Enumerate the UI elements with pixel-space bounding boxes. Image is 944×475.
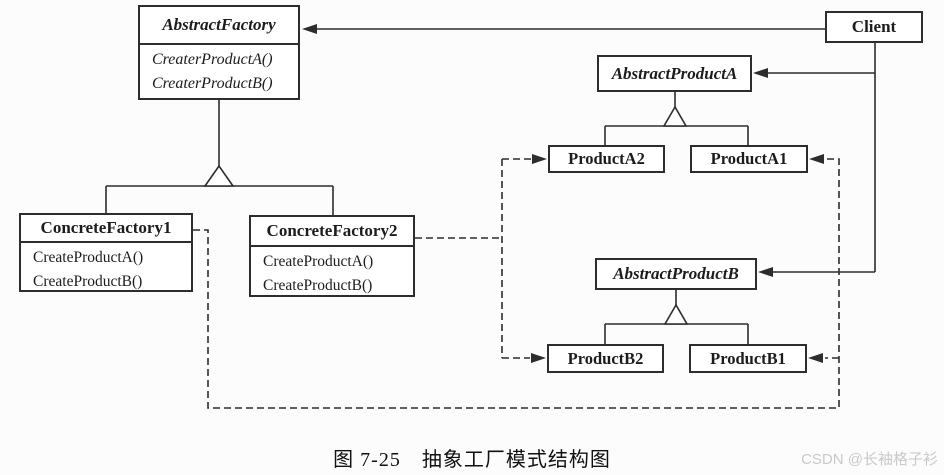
arrowhead-icon [809, 154, 824, 164]
arrowhead-icon [531, 353, 546, 363]
figure-caption: 图 7-25 抽象工厂模式结构图 [333, 449, 611, 471]
association-client-abstractfactory [302, 24, 825, 34]
class-title: AbstractFactory [140, 7, 298, 45]
dependency-concretefactory1 [193, 158, 840, 409]
class-abstract-factory: AbstractFactory CreaterProductA() Create… [138, 5, 300, 100]
class-product-a1: ProductA1 [690, 145, 808, 173]
arrowhead-icon [808, 353, 823, 363]
class-methods: CreateProductA() CreateProductB() [21, 243, 191, 294]
arrowhead-icon [758, 267, 773, 277]
class-method: CreateProductB() [263, 277, 373, 294]
class-method: CreateProductA() [33, 249, 144, 266]
generalization-product-b [604, 290, 749, 344]
class-client: Client [825, 11, 923, 43]
class-method: CreateProductA() [263, 253, 374, 270]
class-method: CreateProductB() [33, 273, 143, 290]
class-product-b1: ProductB1 [689, 344, 807, 373]
class-title: ConcreteFactory2 [251, 217, 413, 247]
class-concrete-factory1: ConcreteFactory1 CreateProductA() Create… [19, 213, 193, 292]
csdn-watermark: CSDN @长袖格子衫 [801, 451, 938, 468]
class-abstract-product-a: AbstractProductA [597, 55, 752, 92]
arrowhead-icon [302, 24, 317, 34]
generalization-factories [105, 100, 334, 215]
class-method: CreaterProductA() [152, 51, 273, 68]
triangle-inheritance-icon [663, 303, 689, 325]
class-method: CreaterProductB() [152, 75, 273, 92]
class-product-a2: ProductA2 [548, 145, 665, 173]
arrowhead-icon [753, 68, 768, 78]
class-abstract-product-b: AbstractProductB [595, 258, 757, 290]
triangle-inheritance-icon [203, 164, 235, 187]
generalization-product-a [604, 92, 749, 145]
class-product-b2: ProductB2 [547, 344, 664, 373]
class-methods: CreateProductA() CreateProductB() [251, 247, 413, 298]
association-client-products [753, 43, 876, 277]
class-methods: CreaterProductA() CreaterProductB() [140, 45, 298, 96]
triangle-inheritance-icon [662, 105, 688, 127]
arrowhead-icon [532, 154, 547, 164]
class-title: ConcreteFactory1 [21, 215, 191, 243]
dependency-concretefactory2 [415, 158, 531, 359]
class-concrete-factory2: ConcreteFactory2 CreateProductA() Create… [249, 215, 415, 297]
